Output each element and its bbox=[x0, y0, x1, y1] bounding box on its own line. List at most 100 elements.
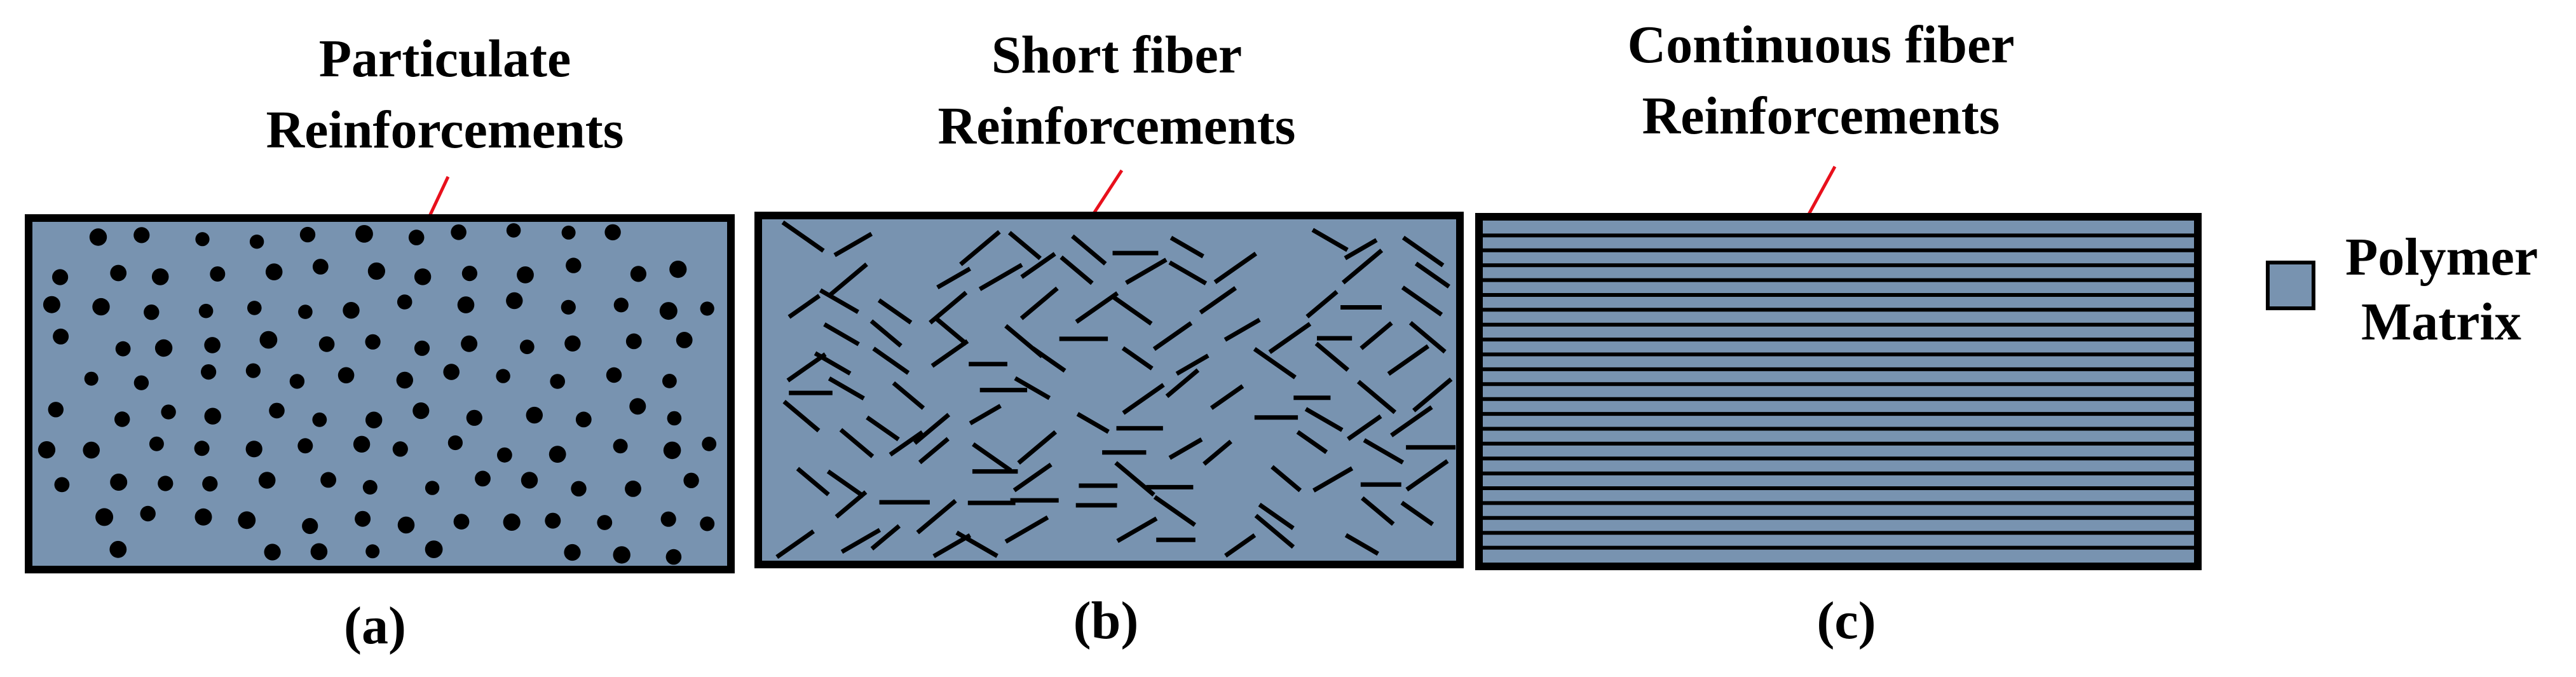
particle bbox=[702, 437, 717, 451]
short-fiber bbox=[1390, 405, 1433, 437]
particle bbox=[194, 441, 210, 456]
short-fiber bbox=[1356, 380, 1397, 414]
short-fiber bbox=[775, 529, 815, 559]
short-fiber bbox=[833, 231, 873, 257]
panel-c-title-line-2: Reinforcements bbox=[1642, 86, 2000, 146]
short-fiber bbox=[1346, 414, 1382, 441]
particle bbox=[110, 474, 128, 491]
short-fiber bbox=[930, 339, 969, 368]
particle bbox=[453, 514, 470, 530]
short-fiber bbox=[1268, 322, 1312, 354]
particle bbox=[519, 339, 535, 355]
particle bbox=[83, 441, 100, 459]
particle bbox=[659, 302, 678, 320]
short-fiber bbox=[1019, 286, 1059, 320]
short-fiber bbox=[1361, 496, 1395, 526]
short-fiber bbox=[1341, 249, 1384, 285]
particle bbox=[310, 543, 328, 561]
particle bbox=[353, 435, 371, 453]
short-fiber bbox=[823, 322, 860, 346]
short-fiber bbox=[1314, 341, 1350, 372]
short-fiber bbox=[866, 415, 900, 442]
short-fiber bbox=[1121, 346, 1154, 371]
particle bbox=[154, 339, 173, 357]
particle bbox=[575, 411, 592, 428]
particle bbox=[238, 511, 256, 530]
particle bbox=[397, 516, 415, 534]
short-fiber bbox=[796, 467, 830, 496]
particle bbox=[545, 512, 561, 529]
short-fiber bbox=[1344, 238, 1378, 261]
short-fiber bbox=[1020, 252, 1056, 279]
short-fiber bbox=[918, 437, 950, 465]
short-fiber bbox=[872, 346, 910, 375]
particle bbox=[355, 510, 371, 527]
short-fiber bbox=[1305, 290, 1339, 318]
particle bbox=[566, 257, 582, 273]
particle bbox=[367, 262, 386, 280]
particle bbox=[561, 299, 576, 315]
short-fiber bbox=[1224, 533, 1257, 558]
short-fiber bbox=[1031, 346, 1067, 373]
legend-matrix-swatch bbox=[2266, 261, 2315, 310]
short-fiber bbox=[1116, 516, 1158, 544]
panel-c-matrix bbox=[1475, 213, 2202, 570]
particle bbox=[461, 335, 478, 352]
short-fiber bbox=[1258, 502, 1295, 530]
particle bbox=[506, 292, 523, 310]
particle bbox=[425, 540, 443, 558]
particle bbox=[54, 477, 70, 493]
particle bbox=[396, 371, 413, 389]
short-fiber-reinforcements bbox=[775, 220, 1456, 559]
legend: Polymer Matrix bbox=[2266, 228, 2538, 352]
particle bbox=[414, 340, 430, 356]
particle bbox=[133, 375, 149, 390]
short-fiber bbox=[1253, 347, 1297, 380]
particle bbox=[48, 402, 64, 418]
particle bbox=[397, 294, 412, 310]
particle bbox=[613, 439, 628, 454]
continuous-fiber-reinforcements bbox=[1483, 233, 2194, 550]
particle bbox=[606, 367, 622, 383]
short-fiber bbox=[913, 413, 951, 445]
particle bbox=[461, 266, 478, 282]
short-fiber bbox=[978, 263, 1023, 291]
particle bbox=[425, 481, 440, 495]
short-fiber bbox=[1360, 321, 1393, 350]
short-fiber bbox=[1223, 317, 1261, 342]
particle bbox=[506, 223, 521, 238]
short-fiber bbox=[1271, 465, 1302, 493]
short-fiber bbox=[1405, 459, 1449, 492]
short-fiber bbox=[1210, 384, 1244, 410]
particle bbox=[503, 513, 521, 531]
particle bbox=[365, 334, 381, 350]
panel-b-title-line-2: Reinforcements bbox=[938, 97, 1296, 156]
particle bbox=[550, 374, 565, 389]
particle bbox=[298, 304, 313, 319]
particle bbox=[289, 374, 305, 389]
particle bbox=[302, 517, 318, 535]
panel-b-caption: (b) bbox=[1073, 591, 1139, 650]
particle bbox=[660, 511, 676, 527]
short-fiber bbox=[814, 351, 852, 376]
particle bbox=[526, 406, 543, 424]
short-fiber bbox=[1311, 228, 1349, 252]
particle bbox=[201, 364, 217, 380]
short-fiber bbox=[828, 376, 865, 400]
particle bbox=[149, 436, 164, 451]
short-fiber bbox=[840, 528, 882, 554]
particle bbox=[204, 407, 221, 425]
short-fiber bbox=[1363, 438, 1405, 465]
short-fiber bbox=[1076, 412, 1110, 434]
short-fiber bbox=[972, 442, 1012, 472]
particle bbox=[52, 269, 69, 285]
particle bbox=[676, 332, 693, 348]
short-fiber bbox=[889, 430, 924, 457]
particle bbox=[140, 505, 156, 522]
particle bbox=[259, 331, 278, 349]
short-fiber bbox=[782, 400, 821, 433]
particle bbox=[443, 364, 460, 380]
short-fiber bbox=[1312, 466, 1354, 493]
short-fiber bbox=[1408, 321, 1447, 354]
